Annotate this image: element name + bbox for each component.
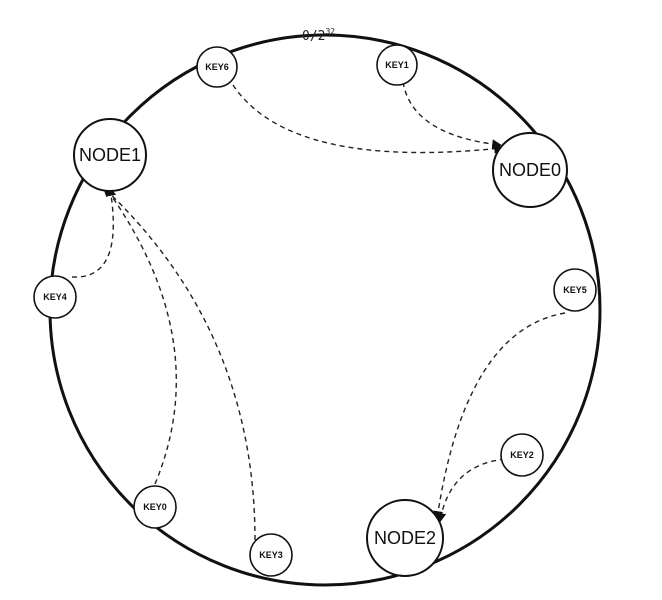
edge-key2-to-node2 — [436, 458, 506, 523]
edge-key4-to-node1 — [71, 186, 117, 278]
key-key5: KEY5 — [553, 268, 597, 312]
ring-origin-base: 0/2 — [302, 29, 325, 44]
node-circle — [492, 132, 568, 208]
key-circle — [133, 485, 177, 529]
key-label: KEY4 — [43, 292, 67, 302]
key-label: KEY0 — [143, 502, 167, 512]
node-circle — [73, 118, 147, 192]
key-circle — [500, 433, 544, 477]
hash-ring — [48, 33, 602, 587]
key-label: KEY1 — [385, 60, 409, 70]
edge-key3-to-node1 — [102, 186, 256, 541]
edge-key0-to-node1 — [104, 186, 177, 485]
key-key2: KEY2 — [500, 433, 544, 477]
key-circle — [376, 44, 418, 86]
node-label: NODE2 — [374, 528, 436, 548]
node-label: NODE1 — [79, 145, 141, 165]
key-key6: KEY6 — [196, 46, 238, 88]
key-circle — [249, 533, 293, 577]
key-circle — [196, 46, 238, 88]
key-key0: KEY0 — [133, 485, 177, 529]
key-label: KEY5 — [563, 285, 587, 295]
edge-key1-to-node0 — [402, 81, 502, 149]
node-node2: NODE2 — [366, 499, 444, 577]
key-circle — [553, 268, 597, 312]
ring-origin-exponent: 32 — [325, 27, 335, 36]
key-label: KEY3 — [259, 550, 283, 560]
edge-key6-to-node0 — [232, 84, 504, 154]
key-label: KEY6 — [205, 62, 229, 72]
node-node0: NODE0 — [492, 132, 568, 208]
key-label: KEY2 — [510, 450, 534, 460]
node-circle — [366, 499, 444, 577]
key-key4: KEY4 — [33, 275, 77, 319]
key-key1: KEY1 — [376, 44, 418, 86]
assignment-edges — [71, 81, 566, 541]
key-key3: KEY3 — [249, 533, 293, 577]
ring-origin-label: 0/232 — [302, 27, 335, 44]
node-node1: NODE1 — [73, 118, 147, 192]
key-circle — [33, 275, 77, 319]
edge-key5-to-node2 — [433, 312, 566, 521]
node-label: NODE0 — [499, 160, 561, 180]
